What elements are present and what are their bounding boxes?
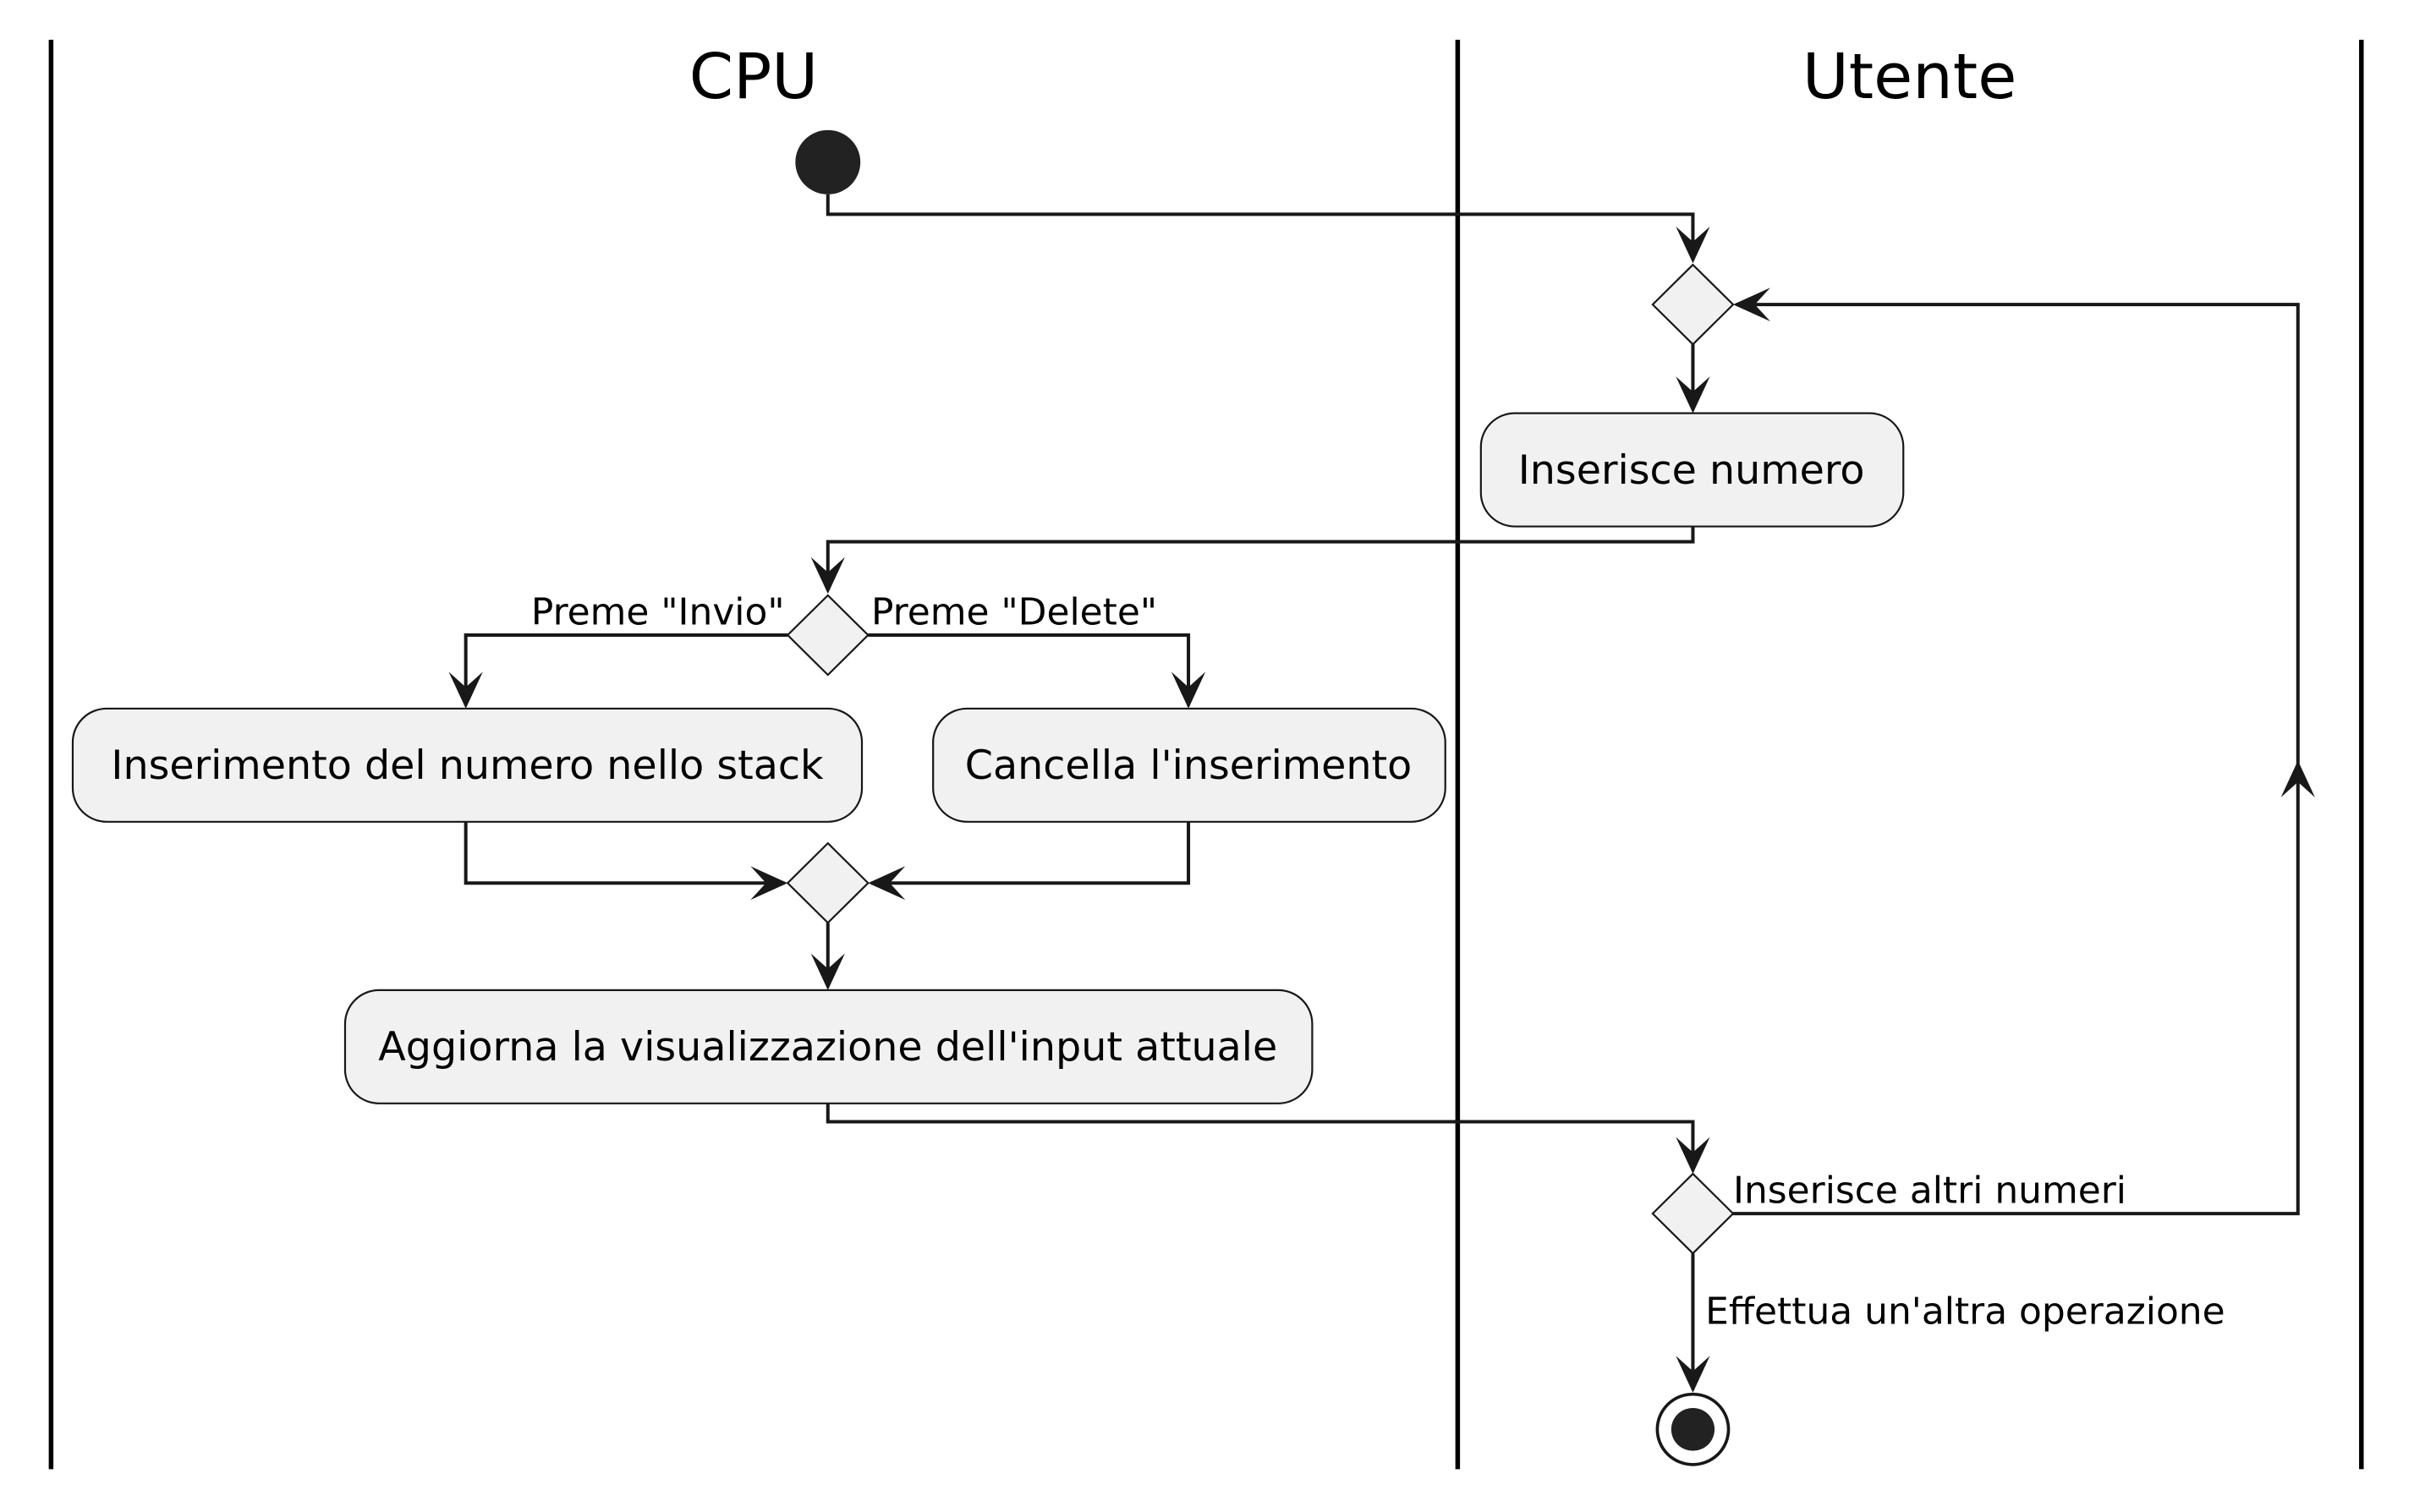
arrowhead-loop-end	[1676, 1356, 1710, 1393]
start-node	[795, 129, 861, 194]
flow-cancel-to-join	[871, 821, 1191, 885]
arrowhead-push-join	[750, 866, 788, 901]
guard-press-delete: Preme "Delete"	[871, 591, 1157, 634]
action-cancel-input-label: Cancella l'inserimento	[965, 742, 1412, 789]
arrowhead-start-merge	[1676, 226, 1710, 264]
join-diamond	[786, 841, 870, 924]
action-update-display-label: Aggiorna la visualizzazione dell'input a…	[378, 1024, 1277, 1071]
arrowhead-loop-merge	[1733, 288, 1770, 322]
loop-decision-diamond	[1651, 1172, 1735, 1255]
flow-loop-back	[1733, 303, 2300, 1216]
arrowhead-decision-cancel	[1171, 671, 1206, 709]
flow-start-to-merge	[826, 194, 1695, 260]
arrowhead-decision-push	[448, 671, 483, 709]
flow-insert-to-decision	[826, 526, 1695, 591]
loop-merge-diamond	[1651, 263, 1735, 346]
arrowhead-merge-insert	[1676, 376, 1710, 414]
arrowhead-insert-decision	[810, 556, 845, 594]
guard-more-numbers: Inserisce altri numeri	[1733, 1170, 2126, 1213]
arrowhead-join-update	[810, 953, 845, 990]
action-push-stack-label: Inserimento del numero nello stack	[111, 742, 824, 789]
flow-decision-to-cancel	[868, 633, 1191, 706]
guard-press-enter: Preme "Invio"	[531, 591, 785, 634]
end-node-core	[1671, 1407, 1715, 1451]
flow-update-to-loop-decision	[826, 1103, 1695, 1171]
action-insert-number-label: Inserisce numero	[1518, 447, 1865, 494]
lane-title-cpu: CPU	[689, 40, 818, 113]
lane-title-user: Utente	[1802, 40, 2017, 113]
flow-push-to-join	[464, 821, 785, 885]
guard-other-operation: Effettua un'altra operazione	[1705, 1290, 2225, 1334]
flow-decision-to-push	[464, 633, 788, 706]
arrowhead-loop-up	[2280, 760, 2315, 797]
arrowhead-update-loop	[1676, 1137, 1710, 1175]
key-decision-diamond	[786, 594, 870, 677]
action-insert-number	[1479, 412, 1905, 528]
arrowhead-cancel-join	[868, 866, 906, 901]
